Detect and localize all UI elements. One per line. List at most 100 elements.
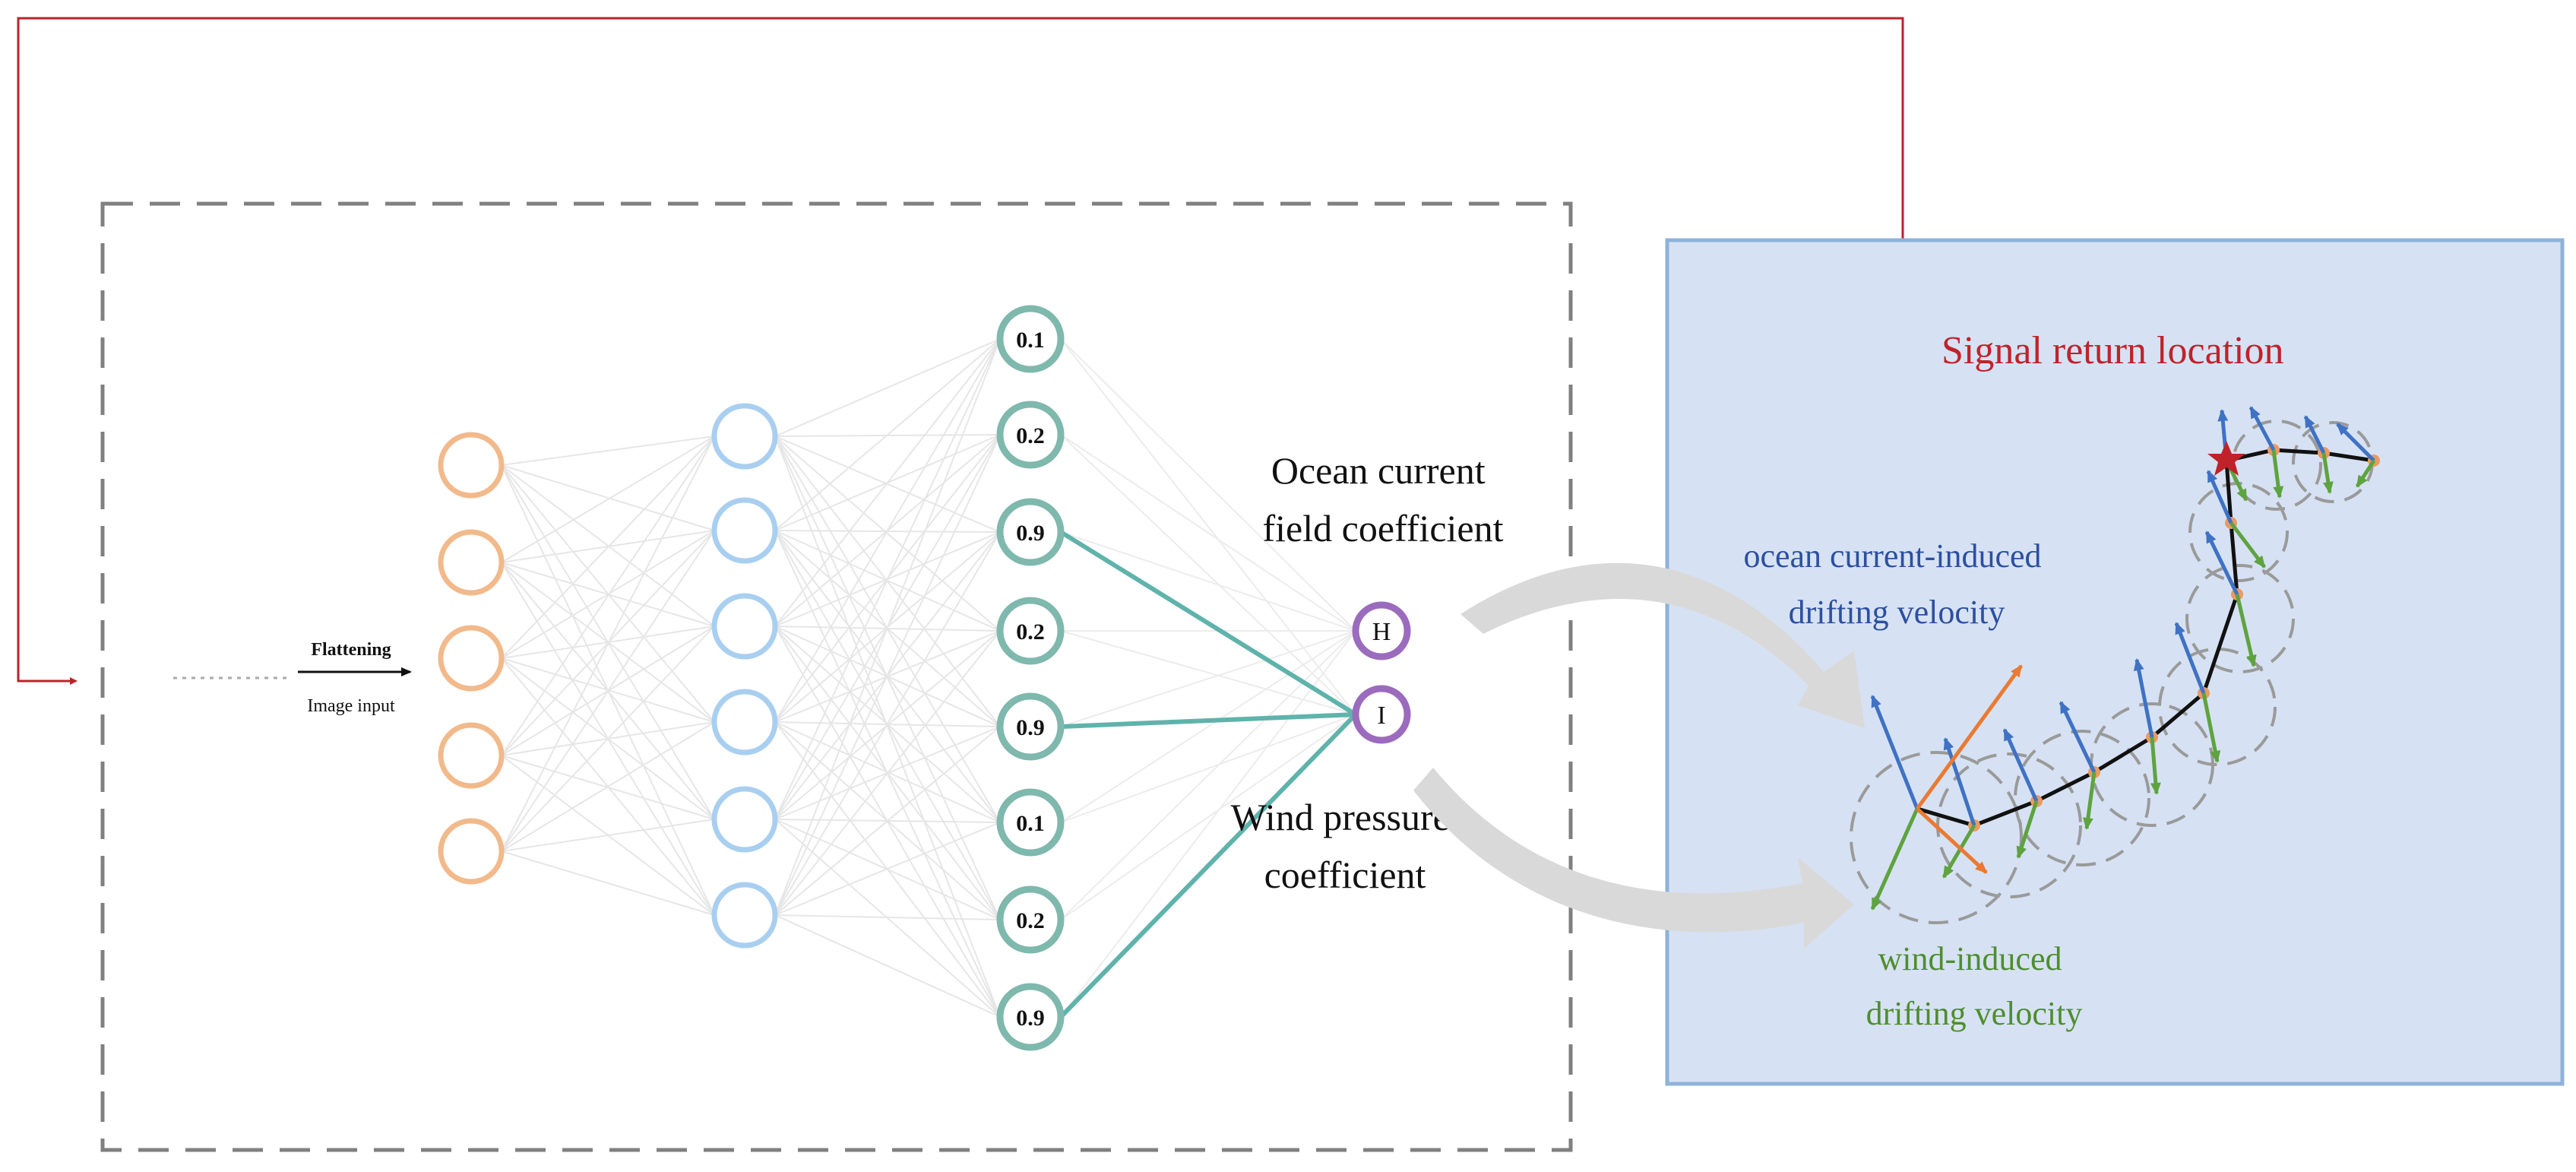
feature-node	[996, 885, 1065, 954]
ocean-velocity-arrow	[2133, 658, 2154, 738]
wind-pressure-coefficient-label: Wind pressure coefficient	[1231, 796, 1460, 896]
connection-edge	[1060, 434, 1356, 715]
ocean-velocity-arrow	[2336, 423, 2375, 462]
wind-velocity-arrow	[1870, 807, 1919, 911]
connection-edge	[774, 338, 1001, 916]
feature-node-value: 0.1	[1016, 328, 1045, 353]
connection-edge	[774, 436, 1001, 1018]
connection-edge	[501, 436, 715, 659]
connection-edge	[501, 436, 715, 466]
connection-edge	[501, 436, 715, 563]
connection-edge	[774, 436, 1001, 920]
feature-node	[996, 401, 1065, 469]
ocean-velocity-arrow	[2206, 470, 2233, 524]
connection-edge	[1060, 630, 1356, 1018]
feature-node-value: 0.2	[1016, 619, 1045, 645]
wind-velocity-arrow	[2201, 692, 2221, 763]
connection-edge	[774, 338, 1001, 531]
connection-edge	[1060, 434, 1356, 632]
wind-velocity-arrow	[2235, 594, 2257, 667]
hidden-node	[711, 593, 778, 660]
connection-edge	[501, 626, 715, 852]
ocean-drift-label: ocean current-induced drifting velocity	[1743, 537, 2049, 631]
connection-edge	[1060, 630, 1356, 823]
ocean-velocity-arrow	[2303, 415, 2326, 455]
feature-node	[996, 692, 1065, 761]
feature-node	[996, 498, 1065, 566]
trajectory-path	[1916, 448, 2375, 828]
ocean-flow-arrow	[1460, 562, 1865, 728]
output-node-letter: H	[1372, 618, 1391, 646]
map-panel	[1665, 238, 2565, 1086]
connection-edge	[1060, 630, 1356, 715]
hidden-node	[711, 403, 778, 470]
connection-edge	[501, 530, 715, 659]
output-node	[1352, 601, 1411, 660]
feature-node	[996, 305, 1065, 373]
uncertainty-circle	[2158, 648, 2277, 766]
connection-edge	[1060, 531, 1356, 632]
connection-edge	[774, 436, 1001, 533]
connection-edge	[1060, 630, 1356, 920]
connection-edge	[774, 726, 1001, 916]
connection-edge	[774, 630, 1001, 916]
feature-node-value: 0.9	[1016, 521, 1045, 546]
wind-velocity-arrow	[2355, 459, 2376, 488]
highlighted-connections	[1059, 530, 1358, 1019]
connection-edge	[501, 850, 715, 916]
ocean-velocity-arrow	[1870, 695, 1919, 809]
resultant-velocity-arrow	[1915, 664, 2024, 810]
connection-edge	[1060, 630, 1356, 727]
wind-velocity-arrow	[1941, 824, 1976, 879]
connection-edge	[774, 338, 1001, 627]
hidden-node	[711, 689, 778, 755]
wind-velocity-arrow	[2271, 449, 2284, 499]
hidden-layer	[711, 403, 778, 949]
highlighted-edge	[1059, 712, 1358, 1019]
connection-edge	[1060, 714, 1356, 823]
connection-edge	[774, 338, 1001, 820]
network-connections	[501, 338, 1356, 1018]
feature-node-value: 0.2	[1016, 908, 1045, 933]
feature-layer: 0.1 0.2 0.9 0.2 0.9 0.1 0.2 0.9	[996, 305, 1065, 1051]
wind-drift-label: wind-induced drifting velocity	[1866, 940, 2083, 1032]
highlighted-edge	[1059, 530, 1357, 717]
ocean-velocity-arrow	[2059, 701, 2097, 774]
connection-edge	[1060, 338, 1356, 632]
feature-node	[996, 597, 1065, 665]
connection-edge	[501, 530, 715, 852]
input-node	[438, 432, 505, 499]
input-node	[438, 818, 505, 885]
feature-node-value: 0.9	[1016, 715, 1045, 740]
connection-edge	[774, 338, 1001, 437]
ocean-velocity-arrow	[2174, 622, 2206, 694]
wind-flow-arrow	[1413, 768, 1854, 949]
connection-edge	[774, 531, 1001, 916]
ocean-velocity-arrow	[2002, 728, 2039, 803]
wind-velocity-arrow	[2321, 452, 2334, 494]
network-frame	[100, 201, 1573, 1152]
connection-edge	[1060, 714, 1356, 920]
connection-edge	[1060, 338, 1356, 715]
connection-edge	[774, 914, 1001, 1018]
output-layer: HI	[1352, 601, 1411, 744]
ocean-velocity-arrow	[2204, 531, 2239, 596]
wind-velocity-arrow	[2229, 521, 2266, 569]
connection-edge	[501, 436, 715, 756]
connection-edge	[774, 914, 1001, 920]
velocity-arrows	[1870, 406, 2376, 911]
feature-node-value: 0.1	[1016, 811, 1045, 836]
wind-velocity-arrow	[2016, 800, 2039, 859]
input-layer	[438, 432, 505, 885]
feature-node-value: 0.9	[1016, 1006, 1045, 1031]
feature-node	[996, 983, 1065, 1051]
hidden-node	[711, 786, 778, 853]
hidden-node	[711, 497, 778, 564]
trajectory-path-dashed	[2323, 451, 2375, 462]
feature-node-value: 0.2	[1016, 423, 1045, 448]
ocean-current-coefficient-label: Ocean current field coefficient	[1263, 449, 1504, 550]
connection-edge	[501, 721, 715, 852]
highlighted-edge	[1060, 712, 1356, 729]
hidden-node	[711, 882, 778, 949]
ocean-velocity-arrow	[1943, 737, 1976, 826]
